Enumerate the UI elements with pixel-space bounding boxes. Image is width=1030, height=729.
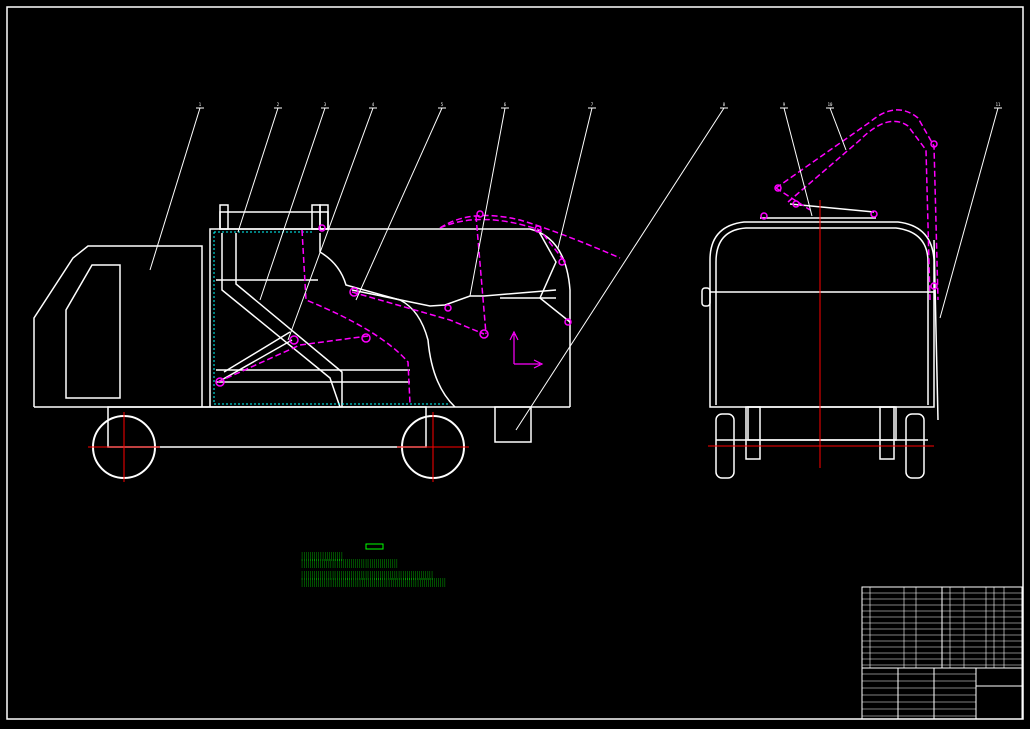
leader-lines (149, 107, 1002, 431)
balloon-3: 3 (324, 102, 327, 107)
notes-heading-box (365, 543, 384, 550)
balloon-2: 2 (277, 102, 280, 107)
sheet-border (6, 6, 1024, 720)
chassis-frame (107, 406, 427, 448)
balloon-8: 8 (723, 102, 726, 107)
lift-arc (439, 214, 621, 259)
post-left (219, 204, 229, 230)
axle-box (747, 406, 897, 441)
body-outline (209, 228, 571, 407)
title-block-rows (862, 587, 1022, 717)
hatch-region (213, 231, 450, 405)
bucket-curve (319, 233, 456, 408)
leader-line-11 (939, 107, 999, 319)
strut-lower-b (223, 331, 291, 373)
side-post (933, 239, 939, 421)
leader-line-5 (355, 107, 443, 301)
leader-line-6 (469, 107, 506, 297)
side-view (33, 204, 571, 448)
pivot-points-side (215, 210, 572, 387)
rear-arm (537, 229, 571, 323)
rear-lift-arc-b (787, 120, 931, 301)
leader-line-7 (557, 107, 593, 249)
inner-frame-b (235, 233, 343, 407)
bucket-dash (301, 229, 411, 405)
leg-right (879, 406, 895, 460)
balloon-10: 10 (828, 102, 833, 107)
balloon-5: 5 (441, 102, 444, 107)
note-line-1: |||||||||||||||||||| (301, 552, 343, 562)
rear-view (701, 203, 939, 479)
strut-lower (217, 339, 293, 383)
post-right (319, 204, 329, 230)
leg-left (745, 406, 761, 460)
axis-indicator (509, 330, 544, 369)
upright-dash (475, 215, 487, 335)
rear-body (709, 221, 935, 408)
balloon-9: 9 (783, 102, 786, 107)
cab-outline (33, 245, 203, 407)
rear-centerline (708, 200, 934, 468)
link-bar (351, 289, 557, 307)
leader-line-8 (515, 107, 725, 431)
leader-line-9 (783, 107, 813, 217)
hydraulic-side (217, 214, 621, 405)
post-mid (311, 204, 321, 230)
wheel-centerlines (88, 412, 469, 482)
balloon-1: 1 (199, 102, 202, 107)
leader-line-2 (237, 107, 279, 233)
leader-line-10 (829, 107, 847, 151)
cab-window (65, 264, 121, 399)
lift-cylinder (351, 291, 485, 335)
balloon-labels: 1 2 3 4 5 6 7 8 9 10 11 (199, 102, 1001, 107)
balloon-4: 4 (372, 102, 375, 107)
leader-line-1 (149, 107, 201, 271)
balloon-11: 11 (996, 102, 1001, 107)
side-lug (701, 287, 711, 307)
balloon-7: 7 (591, 102, 594, 107)
lift-arc-b (439, 218, 566, 263)
leader-line-4 (287, 107, 374, 341)
note-line-3: ||||||||||||||||||||||||||||||||||||||||… (301, 571, 433, 581)
rear-step (494, 406, 532, 443)
note-line-4: ||||||||||||||||||||||||||||||||||||||||… (301, 578, 446, 588)
hydraulic-rear (775, 109, 939, 301)
leader-line-3 (259, 107, 326, 301)
rear-lift-arc (775, 109, 939, 301)
rear-body-inner (715, 227, 929, 405)
inner-frame-a (221, 233, 341, 408)
pivot-points-rear (760, 140, 938, 290)
lower-cylinder (217, 335, 369, 383)
note-line-2: ||||||||||||||||||||||||||||||||||||||||… (301, 559, 398, 569)
technical-notes: |||||||||||||||||||| |||||||||||||||||||… (301, 552, 446, 588)
balloon-6: 6 (504, 102, 507, 107)
